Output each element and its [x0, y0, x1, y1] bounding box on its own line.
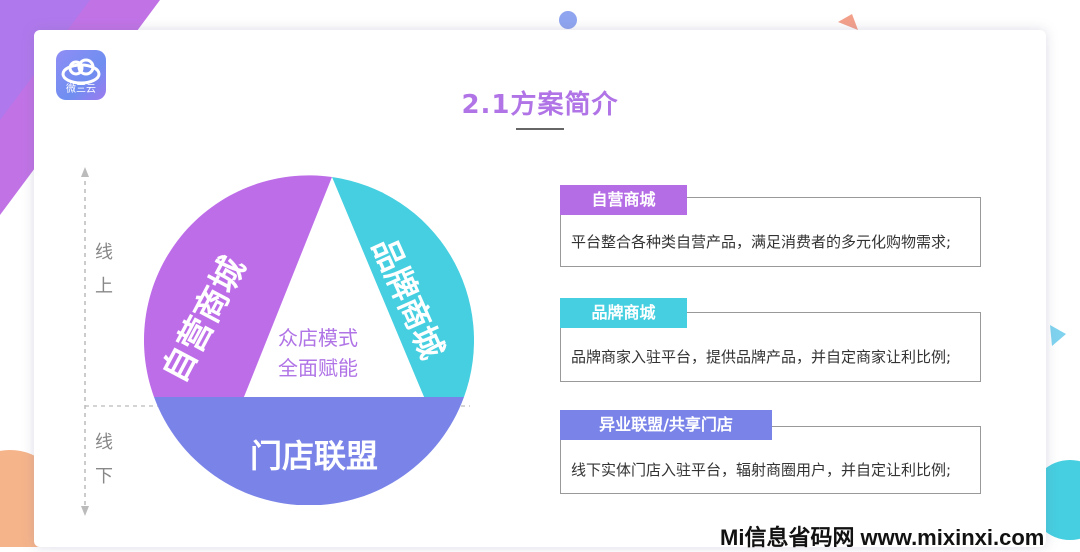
card-alliance: 线下实体门店入驻平台，辐射商圈用户，并自定让利比例; 异业联盟/共享门店 [560, 410, 981, 495]
card-tag: 异业联盟/共享门店 [560, 410, 772, 440]
app-logo: 微三云 [56, 50, 106, 100]
store-model-diagram: 自营商城 品牌商城 门店联盟 众店模式 全面赋能 [144, 175, 474, 505]
segment-bottom [154, 397, 464, 505]
segment-top-right [332, 177, 474, 397]
segment-bottom-label: 门店联盟 [250, 437, 378, 475]
center-text-line2: 全面赋能 [278, 356, 358, 380]
title-underline [516, 128, 564, 130]
page-title: 2.1方案简介 [461, 90, 619, 120]
cloud-icon [61, 58, 101, 85]
segment-top-left [144, 175, 332, 397]
center-triangle [244, 188, 424, 397]
axis-label-offline: 线下 [95, 432, 113, 487]
card-tag: 自营商城 [560, 185, 687, 215]
card-description: 平台整合各种类自营产品，满足消费者的多元化购物需求; [560, 197, 981, 267]
watermark: Mi信息省码网 www.mixinxi.com [720, 525, 1045, 550]
card-brand: 品牌商家入驻平台，提供品牌产品，并自定商家让利比例; 品牌商城 [560, 298, 981, 384]
center-text-line1: 众店模式 [278, 326, 358, 350]
logo-text: 微三云 [66, 84, 96, 95]
card-self-operated: 平台整合各种类自营产品，满足消费者的多元化购物需求; 自营商城 [560, 185, 981, 270]
card-tag: 品牌商城 [560, 298, 687, 328]
axis-label-online: 线上 [95, 242, 113, 297]
